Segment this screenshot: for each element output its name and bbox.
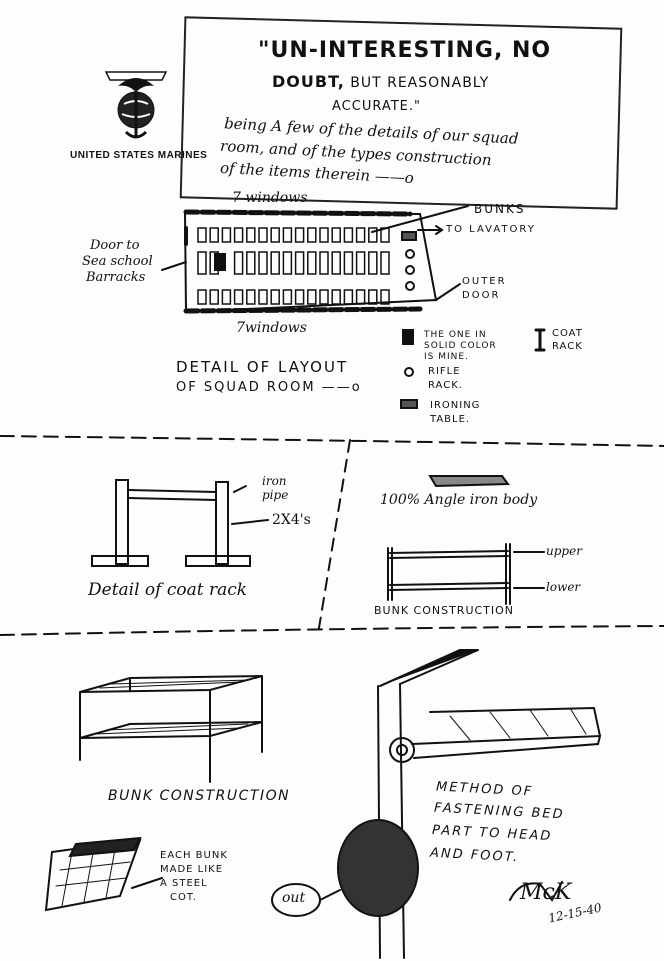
bunk-mark xyxy=(380,251,390,275)
bunk-mark xyxy=(294,251,305,275)
bunk-mark xyxy=(343,251,354,275)
bunk-frame-caption: BUNK CONSTRUCTION xyxy=(374,604,515,617)
title-doubt: DOUBT, xyxy=(272,72,345,91)
bunk-3d-drawing xyxy=(79,675,263,783)
legend-ironing-1: IRONING xyxy=(430,400,481,411)
lower-label: lower xyxy=(546,580,581,594)
bunk-mark xyxy=(319,251,329,275)
bunk-mark xyxy=(209,289,219,305)
upper-label: upper xyxy=(546,544,582,558)
bunk-mark xyxy=(368,251,378,275)
bunk-mark xyxy=(258,227,268,243)
divider-line-2 xyxy=(0,625,664,636)
my-bunk xyxy=(214,253,226,271)
out-label: out xyxy=(282,890,306,906)
door-label-1: Door to xyxy=(90,238,140,253)
bunk-mark xyxy=(355,289,366,305)
bunk-mark xyxy=(368,227,378,243)
steel-cot-drawing xyxy=(44,836,163,912)
bunk-mark xyxy=(331,289,341,305)
legend-rifle-2: RACK. xyxy=(428,380,463,391)
coat-rack-caption: Detail of coat rack xyxy=(88,580,248,600)
bunk-mark xyxy=(380,289,390,305)
bunk-mark xyxy=(294,227,305,243)
steel-cot-line-2: MADE LIKE xyxy=(160,864,224,875)
bunk-mark xyxy=(307,227,317,243)
coat-rack-drawing xyxy=(91,479,269,567)
legend-ironing-2: TABLE. xyxy=(430,414,471,425)
bunk-mark xyxy=(319,289,329,305)
bunk-mark xyxy=(282,227,293,243)
bunk-mark xyxy=(258,251,268,275)
steel-cot-line-4: COT. xyxy=(170,892,197,903)
legend-mine-3: IS MINE. xyxy=(424,352,469,362)
door-label-2: Sea school xyxy=(82,254,153,269)
bunk-mark xyxy=(209,227,219,243)
bunk-mark xyxy=(233,251,244,275)
signature: McK xyxy=(520,880,572,905)
title-line-3: ACCURATE." xyxy=(332,99,421,114)
legend-rifle-1: RIFLE xyxy=(428,366,461,377)
bunk-mark xyxy=(233,289,244,305)
bunk-mark xyxy=(355,251,366,275)
iron-pipe-label-1: iron xyxy=(262,474,287,488)
bunk-mark xyxy=(197,227,207,243)
title-reasonably: BUT REASONABLY xyxy=(350,75,490,91)
lumber-label: 2X4's xyxy=(272,512,311,528)
bunk-mark xyxy=(221,289,232,305)
iron-pipe-label-2: pipe xyxy=(262,488,289,502)
steel-cot-line-1: EACH BUNK xyxy=(160,850,228,861)
bunk-mark xyxy=(282,251,293,275)
org-label: UNITED STATES MARINES xyxy=(70,150,208,161)
bunk-mark xyxy=(282,289,293,305)
bunks-label: BUNKS xyxy=(474,202,526,216)
bunk-mark xyxy=(270,227,280,243)
bunk-mark xyxy=(246,251,256,275)
bunk-mark xyxy=(307,289,317,305)
eagle-globe-anchor-icon xyxy=(104,71,168,139)
bunk-mark xyxy=(233,227,244,243)
bunk-mark xyxy=(258,289,268,305)
bunk-mark xyxy=(368,289,378,305)
bunk-mark xyxy=(331,251,341,275)
bunk-mark xyxy=(197,251,207,275)
detail-title-2: OF SQUAD ROOM ——o xyxy=(176,380,362,395)
bunk-mark xyxy=(270,251,280,275)
angle-iron-label: 100% Angle iron body xyxy=(380,492,538,508)
divider-vertical xyxy=(317,439,351,635)
bottom-windows-label: 7windows xyxy=(236,320,307,336)
bunk-mark xyxy=(221,227,232,243)
fastening-drawing xyxy=(271,649,602,959)
bunk-mark xyxy=(294,289,305,305)
divider-line-1 xyxy=(0,435,664,447)
outer-door-label-2: DOOR xyxy=(462,290,501,301)
door-label-3: Barracks xyxy=(86,270,146,285)
bunk-mark xyxy=(343,227,354,243)
steel-cot-line-3: A STEEL xyxy=(160,878,208,889)
lavatory-label: TO LAVATORY xyxy=(446,224,536,235)
bunk-mark xyxy=(246,227,256,243)
bunk-mark xyxy=(246,289,256,305)
title-line-1: "UN-INTERESTING, NO xyxy=(258,38,552,63)
title-line-2: DOUBT, BUT REASONABLY xyxy=(272,72,489,91)
bunk-frame-drawing xyxy=(387,543,545,605)
legend-mine-1: THE ONE IN xyxy=(424,330,487,340)
outer-door-label-1: OUTER xyxy=(462,276,507,287)
bunk-mark xyxy=(343,289,354,305)
bunk-mark xyxy=(270,289,280,305)
bunk-3d-caption: BUNK CONSTRUCTION xyxy=(108,788,291,804)
bunk-mark xyxy=(355,227,366,243)
legend-mine-2: SOLID COLOR xyxy=(424,341,497,351)
legend-coat-2: RACK xyxy=(552,341,583,352)
bunk-mark xyxy=(319,227,329,243)
bunk-mark xyxy=(307,251,317,275)
bunk-mark xyxy=(331,227,341,243)
top-windows-label: 7 windows xyxy=(232,190,308,206)
bunk-mark xyxy=(197,289,207,305)
legend-coat-1: COAT xyxy=(552,328,583,339)
detail-title-1: DETAIL OF LAYOUT xyxy=(176,358,349,376)
